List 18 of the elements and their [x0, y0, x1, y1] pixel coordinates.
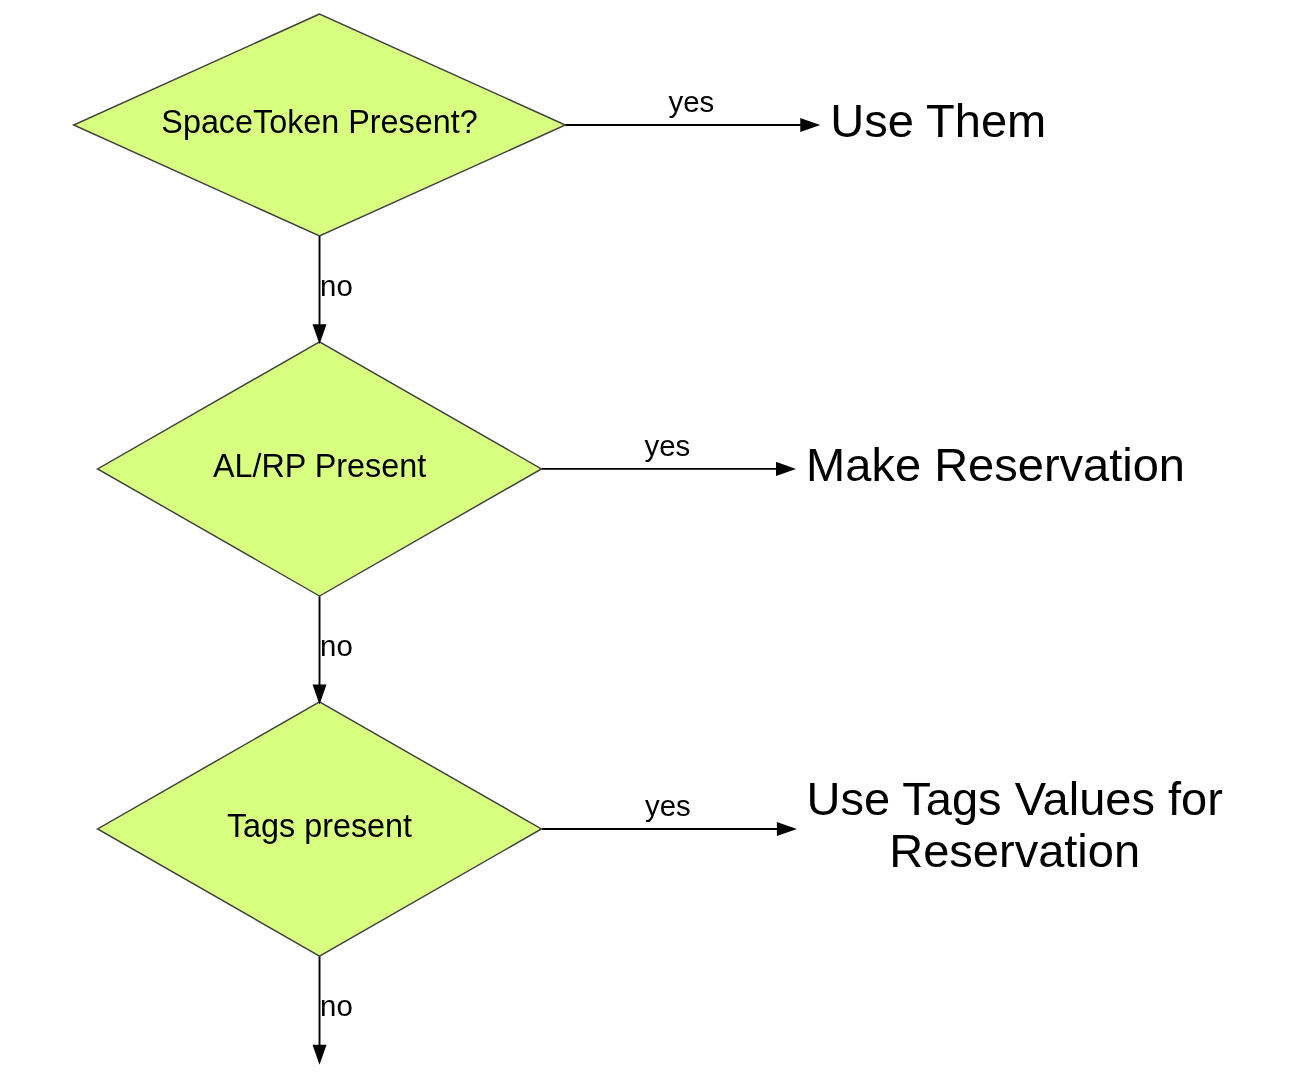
edge-label: yes	[644, 428, 690, 462]
arrow	[540, 821, 797, 836]
arrow	[312, 235, 327, 345]
edge-label: yes	[668, 84, 714, 118]
node-text: Use Them	[829, 93, 1046, 147]
edge-label: no	[319, 989, 353, 1023]
node-diamond: Tags present	[95, 701, 543, 957]
edge-label: no	[319, 269, 353, 303]
arrow	[312, 595, 327, 705]
edge-label: no	[319, 629, 353, 663]
node-text: Make Reservation	[805, 437, 1185, 491]
edge-label: yes	[644, 788, 691, 822]
node-diamond: AL/RP Present	[95, 340, 543, 597]
node-text: Use Tags Values for Reservation	[805, 772, 1223, 877]
arrow	[563, 118, 820, 132]
arrow	[540, 461, 796, 476]
arrow	[312, 955, 327, 1065]
node-diamond: SpaceToken Present?	[71, 13, 567, 237]
